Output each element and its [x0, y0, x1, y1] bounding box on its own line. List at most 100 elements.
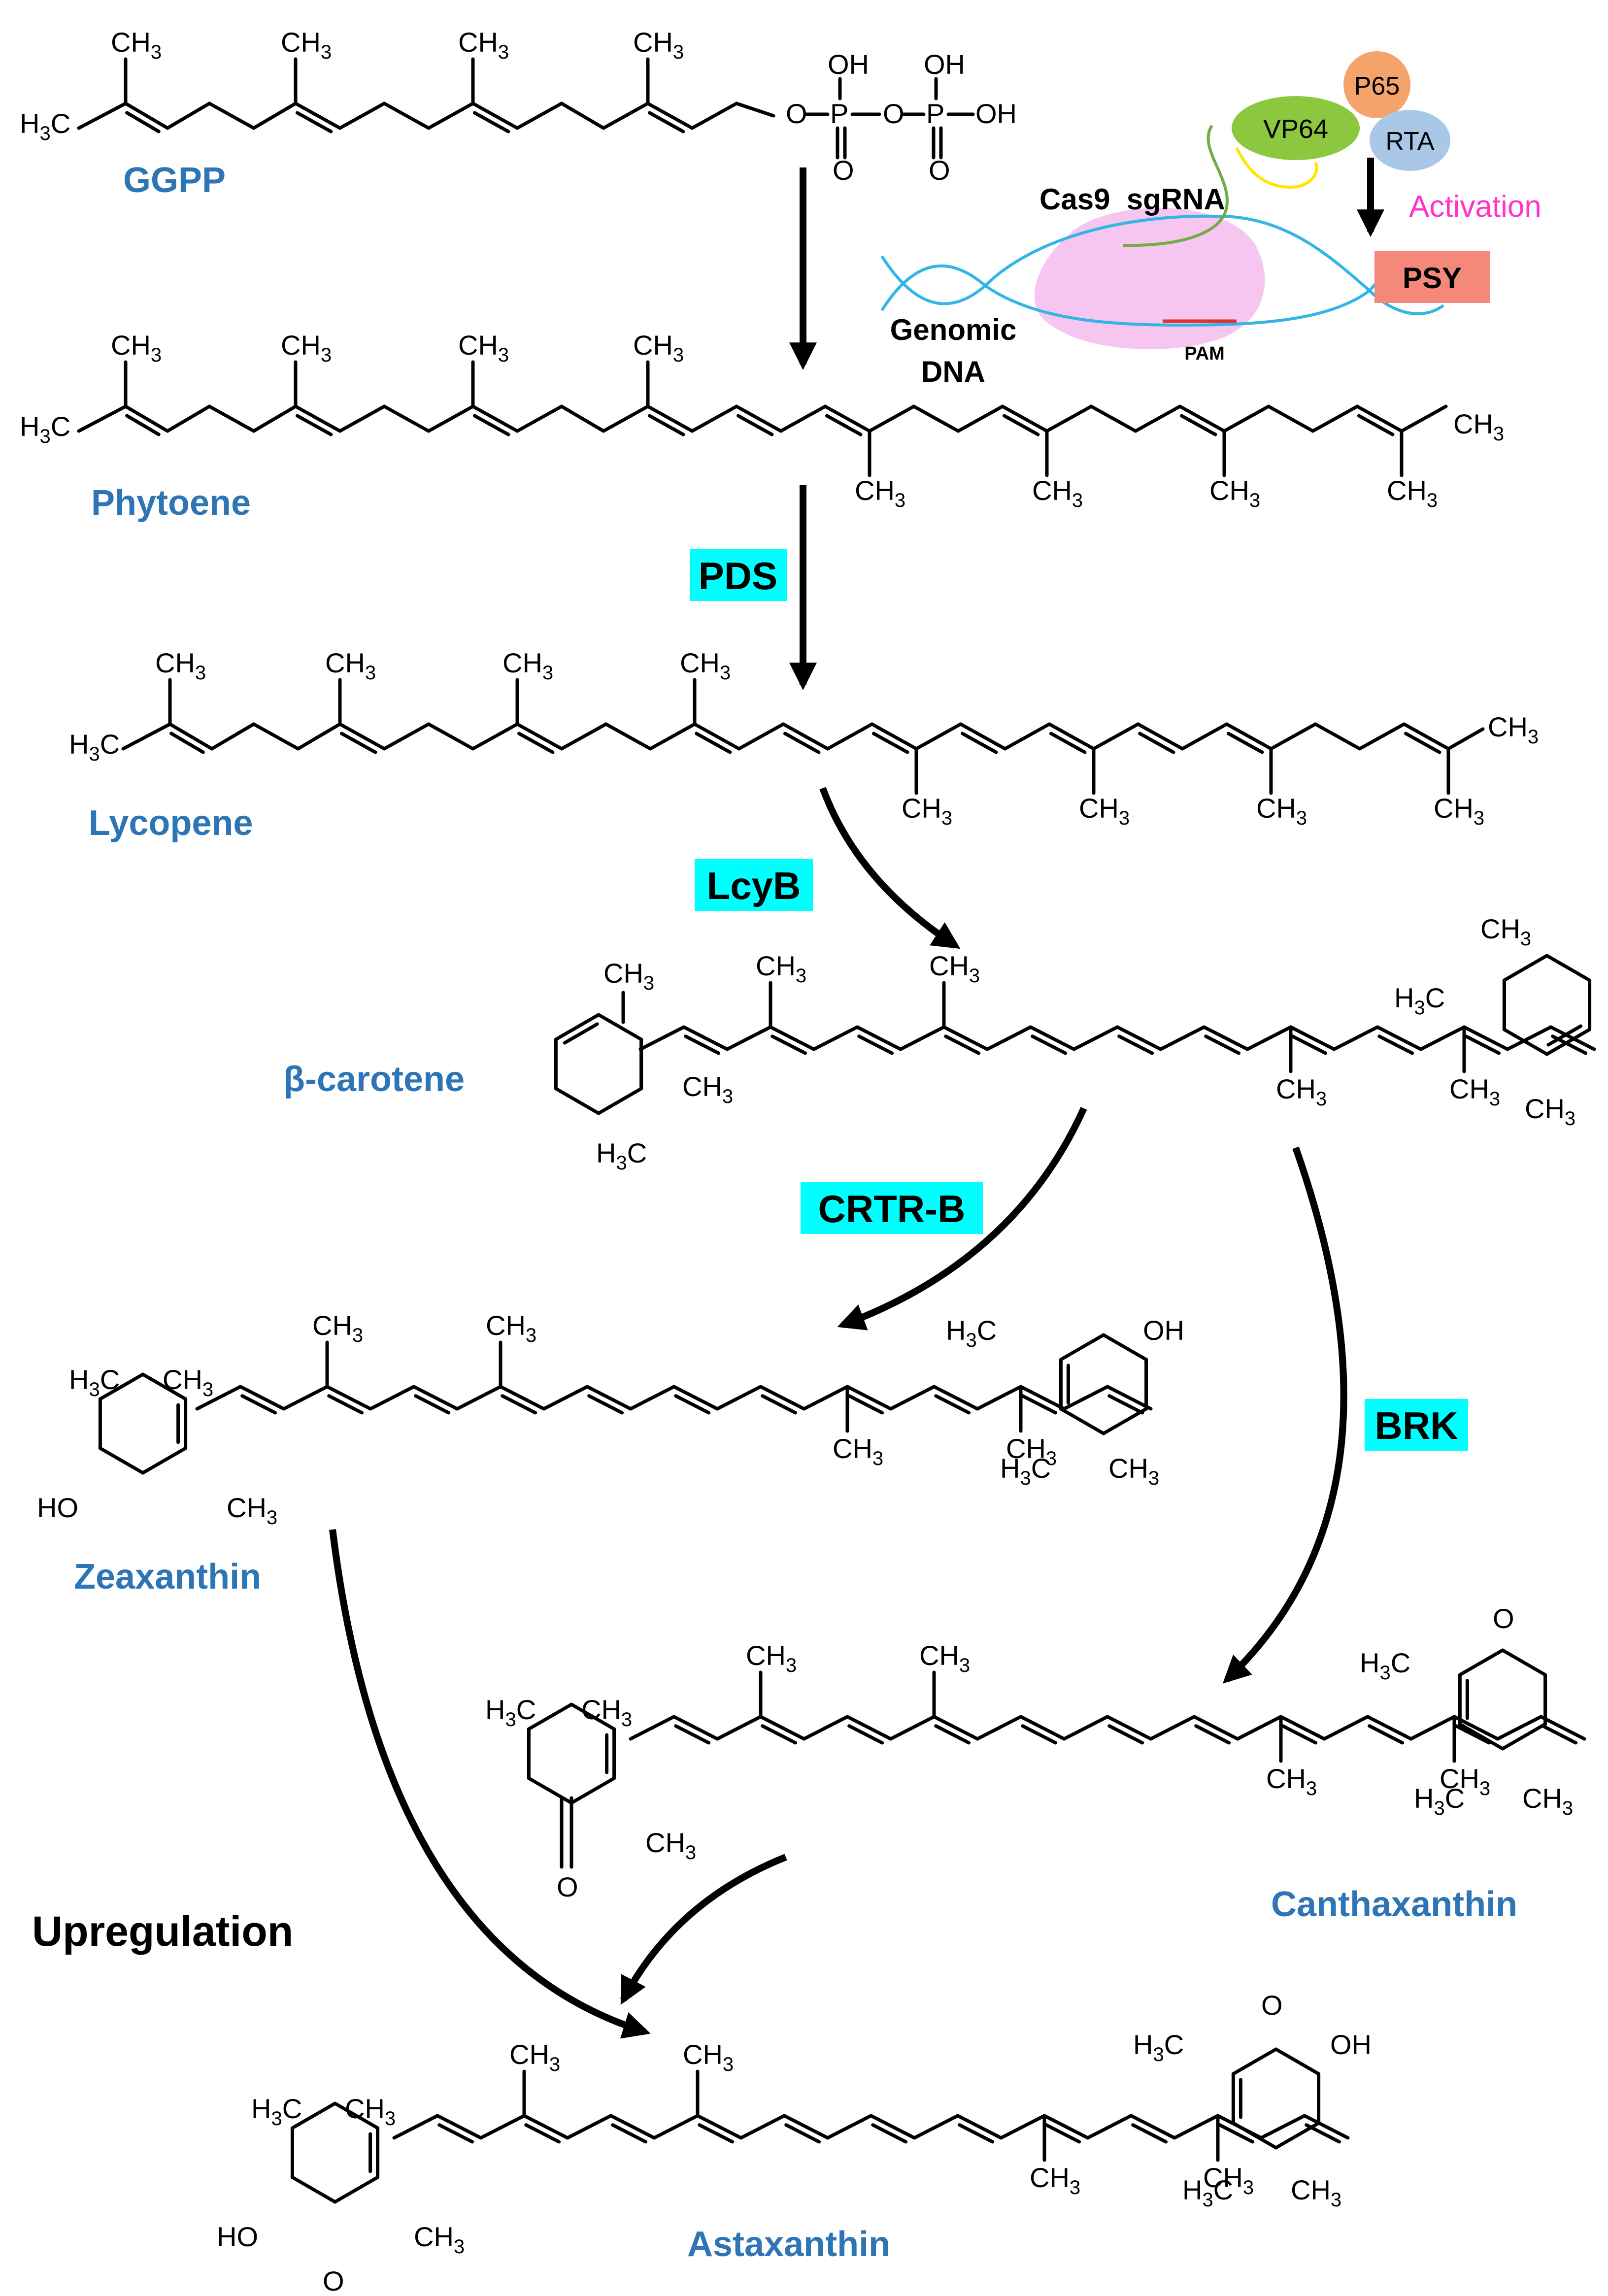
double-bond	[1107, 1394, 1144, 1415]
cas9-blob	[1034, 208, 1265, 350]
zeaxanthin-chain	[932, 1385, 979, 1411]
methyl-label: CH3	[603, 958, 654, 994]
lycopene-chain	[870, 722, 918, 751]
canthaxanthin-chain	[802, 1715, 849, 1741]
methyl-label: CH3	[345, 2093, 396, 2130]
double-bond	[1044, 2123, 1081, 2144]
astaxanthin-chain	[652, 2114, 700, 2140]
beta-carotene-chain	[942, 1025, 989, 1051]
methyl-label: CH3	[1291, 2174, 1341, 2211]
canthaxanthin-chain	[1539, 1715, 1586, 1741]
methyl-label: CH3	[682, 1071, 733, 1107]
methyl-label: CH3	[111, 27, 162, 63]
beta-carotene-chain	[1072, 1025, 1119, 1051]
enzyme-box-crtrb	[801, 1182, 983, 1234]
phytoene-chain	[779, 404, 827, 433]
arrow-canthaxanthin-to-astaxanthin	[620, 1854, 787, 2005]
methyl-label: CH3	[1387, 475, 1438, 511]
methyl-label: H3C	[69, 729, 120, 765]
label-astaxanthin: Astaxanthin	[687, 2225, 890, 2264]
lycopene-chain	[296, 722, 342, 751]
methyl-label: CH3	[1108, 1453, 1159, 1489]
beta-carotene-chain	[1202, 1025, 1249, 1051]
pathway-arrows	[329, 167, 1347, 2039]
beta-carotene-ring-left	[554, 1087, 601, 1115]
beta-carotene-chain	[1462, 1025, 1509, 1051]
atom-label: OH	[1143, 1315, 1184, 1346]
double-bond	[414, 1394, 451, 1415]
phytoene-chain	[646, 404, 694, 433]
molecular-structures	[77, 57, 1596, 2204]
astaxanthin-chain	[869, 2114, 916, 2140]
psy-box	[1374, 251, 1490, 303]
lycopene-chain	[1047, 722, 1096, 751]
double-bond	[1546, 1024, 1583, 1047]
phytoene-chain	[602, 404, 650, 433]
enzyme-lcyb: LcyB	[707, 864, 801, 907]
methyl-label: CH3	[1006, 1433, 1057, 1469]
lycopene-chain	[427, 722, 475, 751]
canthaxanthin-chain	[932, 1715, 979, 1741]
methyl-label: CH3	[645, 1827, 696, 1863]
zeaxanthin-chain	[715, 1385, 763, 1411]
canthaxanthin-chain	[1322, 1715, 1370, 1741]
ggpp-chain	[294, 101, 342, 130]
atom-label: O	[833, 155, 854, 186]
methyl-label: CH3	[502, 647, 553, 684]
phytoene-chain	[207, 404, 256, 433]
lycopene-chain	[1269, 722, 1317, 751]
methyl-label: CH3	[1030, 2162, 1080, 2198]
atom-label: O	[1493, 1603, 1514, 1634]
double-bond	[1194, 1724, 1231, 1745]
lycopene-chain	[338, 722, 386, 751]
methyl-label: CH3	[746, 1640, 797, 1676]
zeaxanthin-chain	[629, 1385, 676, 1411]
beta-carotene-chain	[812, 1025, 859, 1051]
astaxanthin-chain	[999, 2114, 1046, 2140]
double-bond	[761, 1724, 798, 1745]
ggpp-chain	[207, 101, 256, 130]
methyl-label: CH3	[111, 330, 162, 366]
methyl-label: CH3	[1488, 711, 1539, 748]
astaxanthin-ring-right	[1274, 2047, 1321, 2076]
astaxanthin-chain	[1042, 2114, 1090, 2140]
methyl-label: CH3	[683, 2039, 734, 2075]
zeaxanthin-chain	[282, 1385, 329, 1411]
double-bond	[125, 414, 161, 436]
double-bond	[1227, 732, 1264, 754]
canthaxanthin-chain	[889, 1715, 936, 1741]
phytoene-chain	[1355, 404, 1404, 433]
beta-carotene-ring-left	[554, 1013, 601, 1041]
double-bond	[125, 111, 161, 133]
double-bond	[847, 1394, 884, 1415]
zeaxanthin-ring-left	[141, 1372, 188, 1401]
lycopene-chain	[1402, 722, 1450, 751]
canthaxanthin-ring-right	[1501, 1648, 1547, 1677]
rta-ellipse	[1370, 110, 1450, 171]
ggpp-chain	[427, 101, 475, 130]
psy-label: PSY	[1403, 262, 1462, 295]
phytoene-chain	[1400, 404, 1448, 433]
double-bond	[648, 414, 685, 436]
beta-carotene-chain	[1245, 1025, 1293, 1051]
methyl-label: H3C	[946, 1315, 997, 1351]
beta-carotene-chain	[1375, 1025, 1423, 1051]
phytoene-chain	[1178, 404, 1226, 433]
atom-label: O	[786, 98, 807, 129]
double-bond	[934, 1394, 971, 1415]
double-bond	[473, 414, 510, 436]
zeaxanthin-ring-right	[1059, 1407, 1106, 1435]
methyl-label: CH3	[633, 330, 684, 366]
lycopene-chain	[781, 722, 830, 751]
ggpp-chain	[646, 101, 694, 130]
phytoene-chain	[382, 404, 431, 433]
canthaxanthin-ring-left	[527, 1702, 573, 1731]
lycopene-chain	[737, 722, 785, 751]
zeaxanthin-chain	[845, 1385, 893, 1411]
astaxanthin-chain	[696, 2114, 743, 2140]
lycopene-chain	[1313, 722, 1362, 751]
methyl-label: H3C	[1133, 2029, 1184, 2065]
zeaxanthin-chain	[802, 1385, 849, 1411]
canthaxanthin-ring-right	[1501, 1722, 1547, 1751]
methyl-label: CH3	[756, 950, 806, 987]
